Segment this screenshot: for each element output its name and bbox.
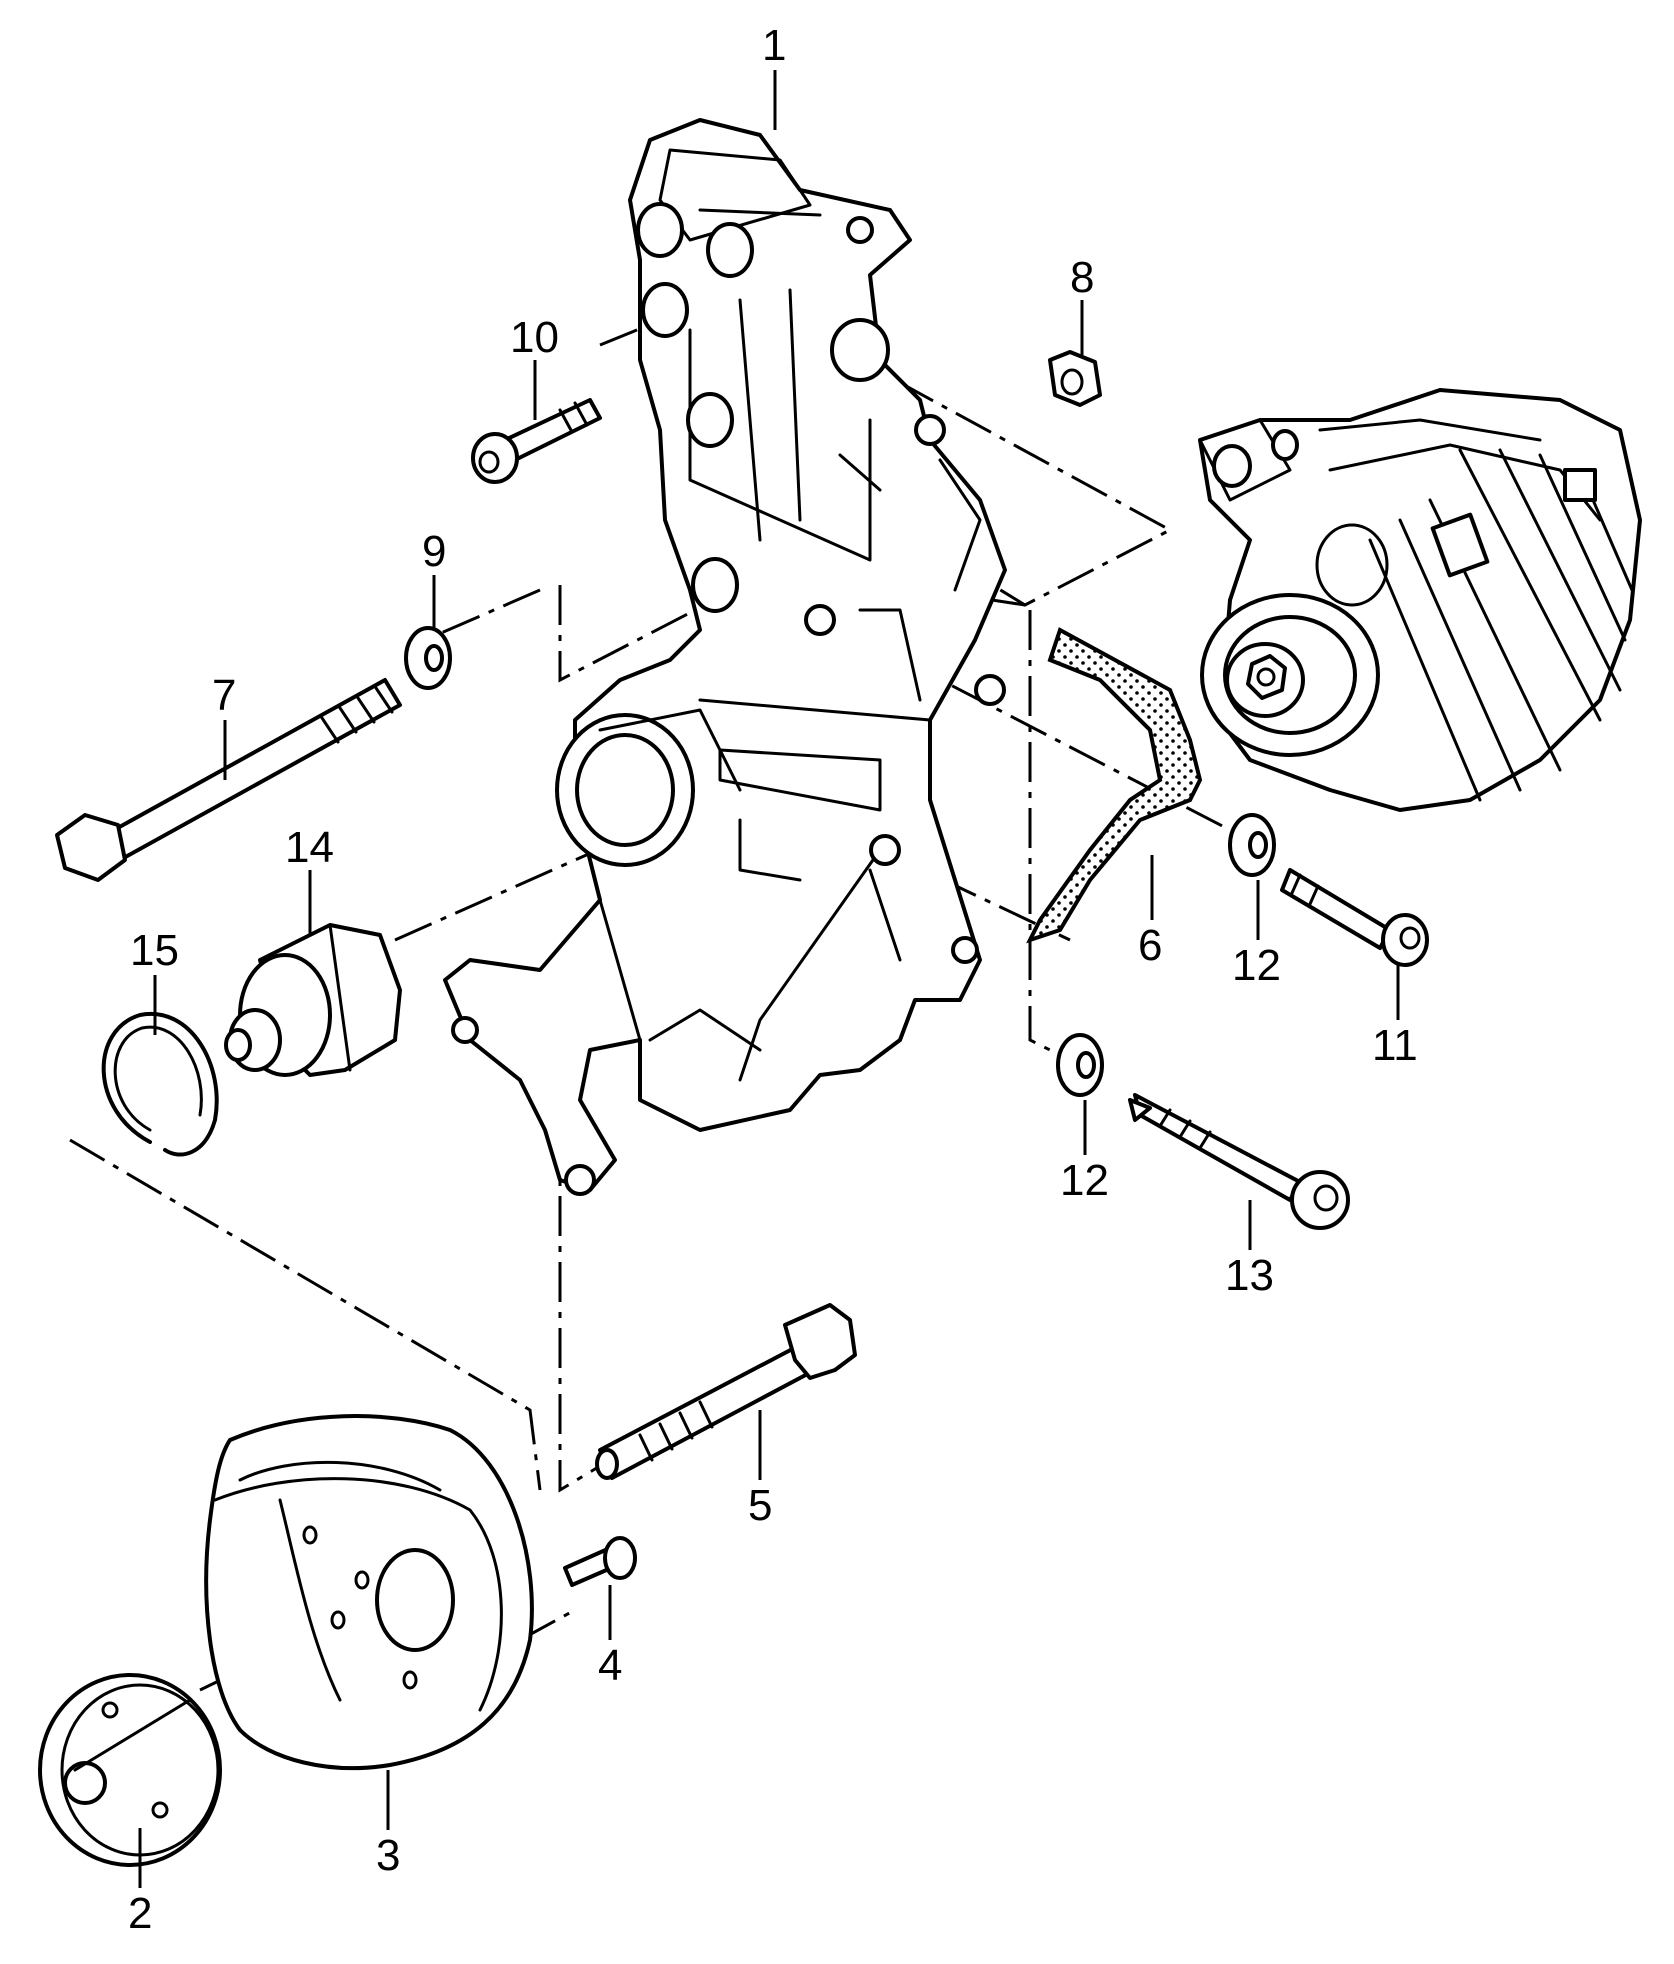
- callout-3: 3: [376, 1831, 400, 1880]
- callout-1: 1: [762, 21, 786, 70]
- callout-6: 6: [1138, 921, 1162, 970]
- callout-12-lower: 12: [1060, 1156, 1109, 1205]
- pulley-part-3: [204, 1414, 534, 1771]
- bolt-part-4: [563, 1536, 637, 1587]
- callout-12-upper: 12: [1232, 941, 1281, 990]
- callout-8: 8: [1070, 253, 1094, 302]
- callout-2: 2: [128, 1889, 152, 1938]
- callout-13: 13: [1225, 1251, 1274, 1300]
- callout-9: 9: [422, 527, 446, 576]
- bolt-part-7: [55, 678, 402, 882]
- screw-part-13: [1128, 1093, 1350, 1230]
- callout-14: 14: [285, 823, 334, 872]
- bracket-part-1: [443, 118, 1007, 1196]
- leader-lines: [138, 70, 1400, 1888]
- nut-part-8: [1048, 350, 1102, 407]
- snap-ring-part-15: [101, 1011, 219, 1157]
- bolt-part-11: [1280, 868, 1429, 967]
- callout-5: 5: [748, 1481, 772, 1530]
- callout-4: 4: [598, 1641, 622, 1690]
- bolt-part-5: [595, 1303, 857, 1480]
- alternator: [1198, 388, 1642, 812]
- hub-part-2: [38, 1673, 222, 1867]
- roller-part-14: [224, 923, 402, 1077]
- callout-15: 15: [130, 926, 179, 975]
- belt-part-6: [1026, 627, 1203, 944]
- washer-part-9: [404, 626, 452, 690]
- washer-part-12-upper: [1228, 813, 1276, 877]
- washer-part-12-lower: [1056, 1033, 1104, 1097]
- bolt-part-10: [471, 398, 602, 484]
- callout-10: 10: [510, 313, 559, 362]
- callouts: 1 2 3 4 5 6 7 8 9 10 11 12 12 13 14 15: [128, 21, 1418, 1938]
- callout-11: 11: [1372, 1021, 1418, 1070]
- callout-7: 7: [212, 671, 236, 720]
